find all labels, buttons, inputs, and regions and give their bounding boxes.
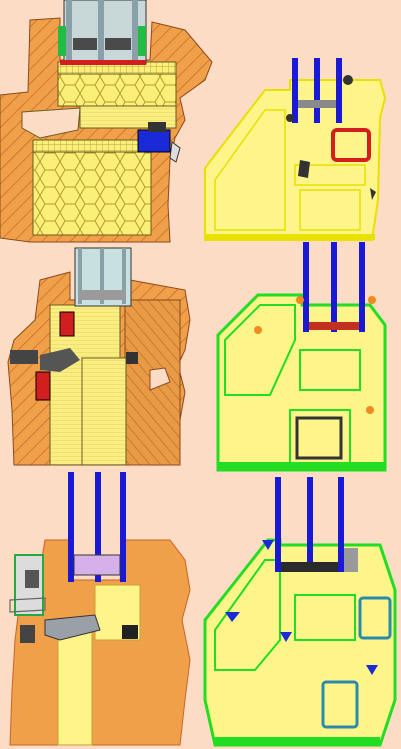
seal-dark-top	[343, 75, 353, 85]
seal-dark-left	[286, 114, 294, 122]
hardware-fitting	[40, 348, 80, 372]
wood-profile-2	[7, 247, 191, 466]
glazing-bead-core	[57, 73, 177, 107]
glass-pane-2	[98, 0, 104, 60]
frame-wood	[9, 539, 191, 746]
glass-pane-2	[95, 472, 101, 582]
pvc-profile-2	[216, 242, 387, 472]
seal-orange-top	[296, 296, 304, 304]
seal-red-bottom	[35, 371, 51, 401]
glass-pane-2	[100, 248, 104, 304]
wood-alu-profile	[9, 472, 191, 746]
inner-chamber	[214, 109, 286, 231]
reinforcement-2	[321, 680, 359, 729]
chamber-left	[214, 559, 281, 671]
hardware-dark	[25, 570, 39, 588]
seal-orange-bottom	[366, 406, 374, 414]
seal-blue-top	[262, 540, 274, 550]
glass-pane-2	[307, 477, 313, 572]
pvc-profile-3	[203, 477, 397, 747]
wood-profile-1	[0, 0, 213, 243]
spacer-2	[105, 38, 131, 50]
hardware-dark	[148, 122, 166, 132]
hinge-detail	[298, 160, 310, 178]
spacer-dark	[281, 562, 338, 572]
seal-orange-right	[368, 296, 376, 304]
glass-pane-1	[78, 248, 82, 304]
glass-seal-green-left	[58, 26, 66, 56]
hardware-blue	[137, 129, 171, 153]
drain-seal	[370, 188, 376, 200]
frame-core	[32, 149, 152, 236]
seal-grey-right	[344, 548, 358, 572]
glass-seal-green-right	[138, 26, 146, 56]
glass-pane-1	[275, 477, 281, 572]
glass-pane-3	[359, 242, 365, 332]
glass-spacer	[298, 100, 336, 108]
glass-pane-1	[68, 472, 74, 582]
reinforcement	[295, 416, 343, 460]
handle-dark	[10, 350, 38, 364]
chamber-mid	[294, 594, 356, 641]
weather-seal	[169, 141, 181, 163]
fitting-grey	[44, 614, 101, 641]
core-column	[57, 629, 93, 746]
seal-dark-right	[126, 352, 138, 364]
groove	[21, 107, 81, 139]
seal-black	[122, 625, 138, 639]
reinforcement-red	[331, 128, 371, 162]
seal-blue-1	[225, 612, 240, 622]
glass-pane-1	[292, 58, 298, 123]
frame-bottom-edge	[205, 234, 375, 240]
seal-blue-3	[366, 665, 378, 675]
glass-pane-3	[336, 58, 342, 123]
chamber-3	[299, 189, 361, 231]
chamber-left	[224, 304, 296, 396]
glass-pane-3	[132, 0, 138, 60]
frame-bottom-edge	[215, 737, 380, 745]
glass-pane-1	[66, 0, 72, 60]
frame-bottom-edge	[218, 462, 385, 470]
glass-pane-3	[120, 472, 126, 582]
glass-pane-1	[303, 242, 309, 332]
rebate	[149, 367, 171, 391]
alu-clip	[9, 597, 46, 613]
chamber-2	[294, 164, 366, 186]
spacer-red	[309, 322, 359, 330]
frame-core-top	[32, 139, 152, 153]
seal-dark	[20, 625, 35, 643]
glass-pane-2	[331, 242, 337, 332]
glass-pane-3	[122, 248, 126, 304]
spacer-purple	[73, 554, 121, 576]
spacer-1	[73, 38, 97, 50]
chamber-mid	[299, 349, 361, 391]
core-column-2	[81, 357, 127, 466]
seal-orange-left	[254, 326, 262, 334]
spacer-grey	[80, 290, 126, 300]
reinforcement-1	[358, 596, 392, 640]
seal-blue-2	[280, 632, 292, 642]
seal-red-top	[59, 311, 75, 337]
seal-red-bar	[60, 60, 146, 65]
glass-pane-2	[314, 58, 320, 123]
pvc-profile-1	[204, 58, 387, 241]
glass-pane-3	[338, 477, 344, 572]
